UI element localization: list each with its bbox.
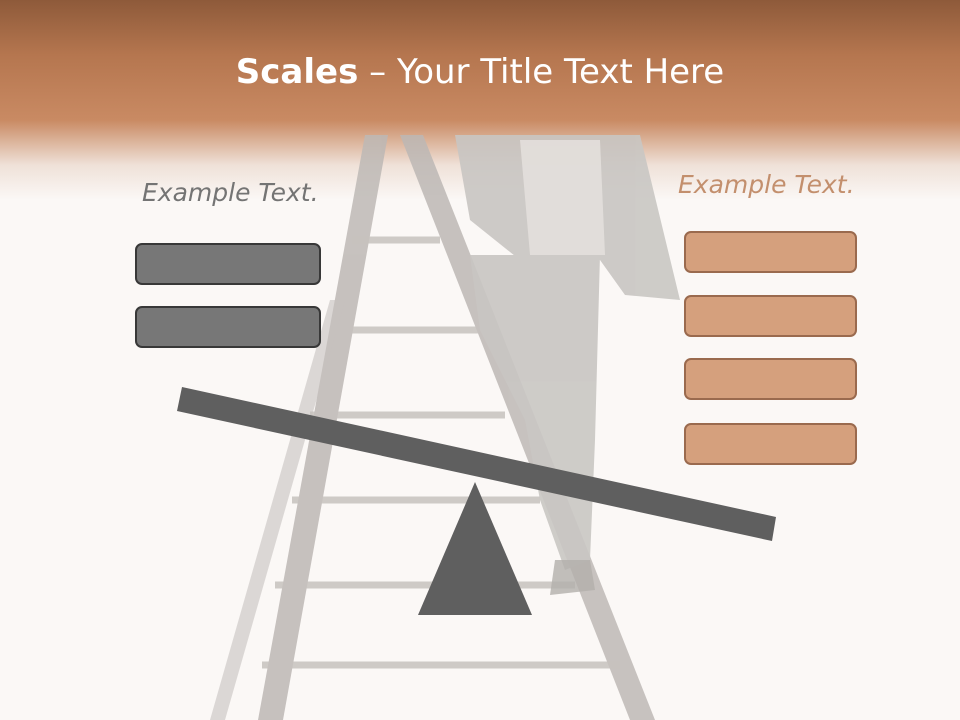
left-box-1 bbox=[135, 243, 321, 285]
left-label: Example Text. bbox=[142, 178, 319, 207]
left-box-2 bbox=[135, 306, 321, 348]
scale-fulcrum bbox=[418, 482, 532, 615]
title-bold-text: Scales bbox=[235, 52, 359, 92]
right-box-3 bbox=[684, 358, 857, 400]
right-label: Example Text. bbox=[678, 170, 855, 199]
page-title: Scales – Your Title Text Here bbox=[0, 52, 960, 92]
right-box-1 bbox=[684, 231, 857, 273]
right-box-4 bbox=[684, 423, 857, 465]
scale-beam bbox=[177, 387, 776, 541]
title-rest-text: – Your Title Text Here bbox=[358, 52, 725, 92]
right-box-2 bbox=[684, 295, 857, 337]
